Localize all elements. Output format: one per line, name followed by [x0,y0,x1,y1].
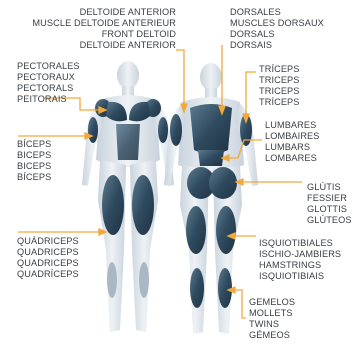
quadriceps-muscle [102,175,124,235]
quadriceps-label-es: QUÁDRICEPS [17,236,79,247]
glute-label-es: GLÚTIS [307,182,352,193]
pectoral-label-fr: PECTORAUX [17,72,80,83]
glute-label-pt: GLÚTEOS [307,215,352,226]
biceps-label-es: BÍCEPS [17,139,51,150]
back-figure [164,63,258,334]
hamstring-labels: ISQUIOTIBIALES ISCHIO-JAMBIERS HAMSTRING… [259,238,341,282]
hamstring-label-es: ISQUIOTIBIALES [259,238,341,249]
triceps-label-pt: TRÍCEPS [259,97,300,108]
quadriceps-label-fr: QUADRICEPS [17,247,79,258]
quadriceps-label-en: QUADRICEPS [17,258,79,269]
abs-muscle [116,124,140,160]
hamstring-label-en: HAMSTRINGS [259,260,341,271]
biceps-label-fr: BICEPS [17,150,51,161]
dorsal-labels: DORSALES MUSCLES DORSAUX DORSALS DORSAIS [230,7,324,51]
dorsal-label-en: DORSALS [230,29,324,40]
deltoid-labels: DELTOIDE ANTERIOR MUSCLE DELTOIDE ANTERI… [8,7,176,51]
dorsal-label-es: DORSALES [230,7,324,18]
triceps-muscle [170,114,182,146]
triceps-labels: TRÍCEPS TRICEPS TRICEPS TRÍCEPS [259,64,300,108]
glute-label-en: GLOTTIS [307,204,352,215]
deltoid-label-pt: DELTOIDE ANTERIOR [8,40,176,51]
dorsal-label-pt: DORSAIS [230,40,324,51]
triceps-label-es: TRÍCEPS [259,64,300,75]
lumbar-labels: LUMBARES LOMBAIRES LUMBARS LOMBARES [265,120,320,164]
biceps-labels: BÍCEPS BICEPS BICEPS BÍCEPS [17,139,51,183]
lumbar-label-es: LUMBARES [265,120,320,131]
pectoral-label-en: PECTORALS [17,83,80,94]
deltoid-label-fr: MUSCLE DELTOIDE ANTERIEUR [8,18,176,29]
pectoral-label-pt: PEITORAIS [17,94,80,105]
biceps-label-pt: BÍCEPS [17,172,51,183]
deltoid-label-es: DELTOIDE ANTERIOR [8,7,176,18]
dorsal-label-fr: MUSCLES DORSAUX [230,18,324,29]
deltoid-label-en: FRONT DELTOID [8,29,176,40]
calf-label-pt: GÉMEOS [249,330,295,341]
triceps-label-fr: TRICEPS [259,75,300,86]
biceps-label-en: BICEPS [17,161,51,172]
lumbar-label-pt: LOMBARES [265,153,320,164]
hamstring-label-fr: ISCHIO-JAMBIERS [259,249,341,260]
front-figure [82,61,174,332]
lumbar-muscle [198,150,224,166]
quadriceps-labels: QUÁDRICEPS QUADRICEPS QUADRICEPS QUADRÍC… [17,236,79,280]
calf-label-fr: MOLLETS [249,308,295,319]
glute-label-fr: FESSIER [307,193,352,204]
calf-labels: GEMELOS MOLLETS TWINS GÉMEOS [249,297,295,341]
calf-label-en: TWINS [249,319,295,330]
glute-labels: GLÚTIS FESSIER GLOTTIS GLÚTEOS [307,182,352,226]
lumbar-label-en: LUMBARS [265,142,320,153]
triceps-label-en: TRICEPS [259,86,300,97]
pectoral-labels: PECTORALES PECTORAUX PECTORALS PEITORAIS [17,61,80,105]
quadriceps-label-pt: QUADRÍCEPS [17,269,79,280]
dorsal-muscle [190,104,232,154]
lumbar-label-fr: LOMBAIRES [265,131,320,142]
pectoral-label-es: PECTORALES [17,61,80,72]
calf-muscle [190,268,204,308]
hamstring-muscle [186,206,206,254]
calf-label-es: GEMELOS [249,297,295,308]
hamstring-label-pt: ISQUIOTIBIAIS [259,271,341,282]
biceps-muscle [88,117,98,143]
